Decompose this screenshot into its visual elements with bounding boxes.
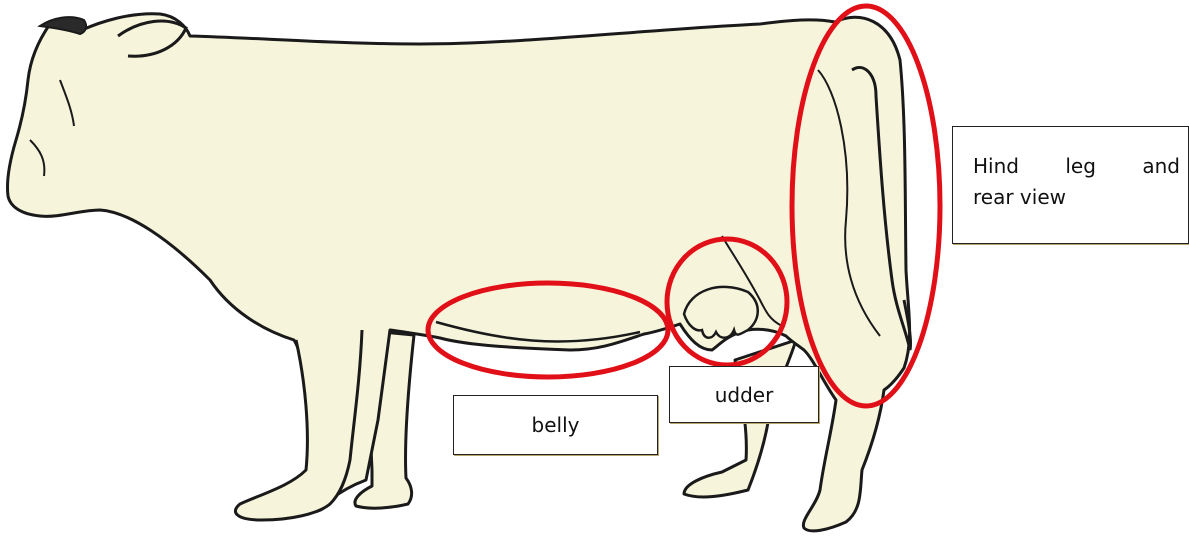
belly-label-text: belly: [532, 413, 580, 437]
hind-leg-label-word-3: and: [1142, 151, 1180, 182]
hind-leg-label: Hind leg and rear view: [952, 126, 1189, 244]
hind-leg-label-line2: rear view: [973, 182, 1180, 213]
hind-leg-label-word-2: leg: [1065, 151, 1096, 182]
belly-label: belly: [453, 395, 658, 455]
hind-leg-label-line1: Hind leg and: [973, 151, 1180, 182]
udder-label-text: udder: [715, 383, 774, 407]
udder-label: udder: [669, 366, 819, 423]
hind-leg-label-word-1: Hind: [973, 151, 1019, 182]
